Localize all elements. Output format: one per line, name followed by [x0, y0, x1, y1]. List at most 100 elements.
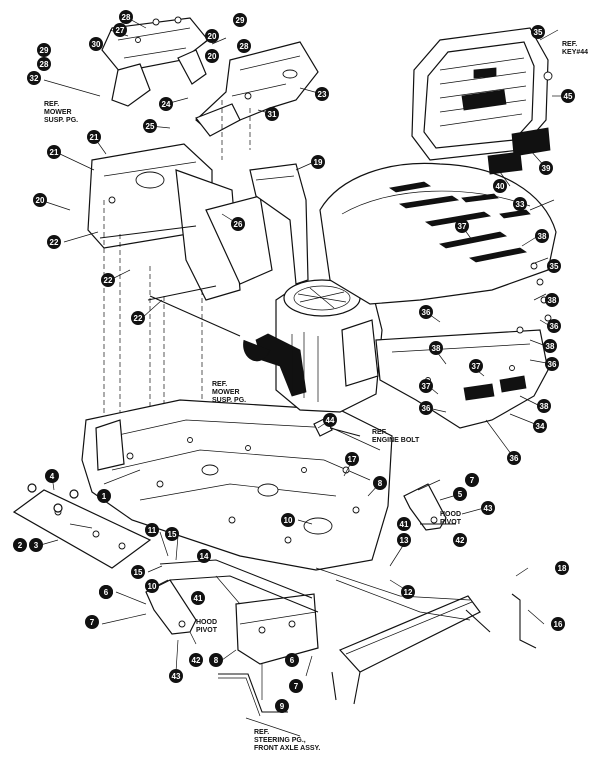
callout-c28c: 28 [37, 57, 51, 71]
callout-number: 25 [146, 122, 155, 131]
callout-c15b: 15 [131, 565, 145, 579]
callout-number: 45 [564, 92, 573, 101]
callout-marker [189, 653, 203, 667]
callout-marker [33, 193, 47, 207]
callout-c21a: 21 [87, 130, 101, 144]
callout-number: 36 [510, 454, 519, 463]
callout-c17: 17 [345, 452, 359, 466]
callout-marker [131, 565, 145, 579]
callout-number: 26 [234, 220, 243, 229]
callout-c20c: 20 [205, 49, 219, 63]
callout-marker [281, 513, 295, 527]
callout-c2: 2 [13, 538, 27, 552]
callout-c7c: 7 [289, 679, 303, 693]
callout-marker [145, 523, 159, 537]
callout-c38e: 38 [429, 341, 443, 355]
front-bracket [235, 593, 319, 665]
callout-c4: 4 [45, 469, 59, 483]
callout-marker [547, 319, 561, 333]
callout-marker [13, 538, 27, 552]
ref-key44: REF. KEY#44 [562, 41, 588, 56]
callout-number: 15 [134, 568, 143, 577]
callout-marker [119, 10, 133, 24]
callout-c21b: 21 [47, 145, 61, 159]
callout-marker [315, 87, 329, 101]
callout-number: 14 [200, 552, 209, 561]
callout-number: 10 [148, 582, 157, 591]
callout-marker [209, 653, 223, 667]
callout-number: 38 [432, 344, 441, 353]
callout-number: 41 [400, 520, 409, 529]
callout-number: 1 [102, 492, 107, 501]
dash-panel [87, 143, 273, 301]
callout-c41a: 41 [397, 517, 411, 531]
callout-c35a: 35 [531, 25, 545, 39]
callout-c22b: 22 [101, 273, 115, 287]
callout-c20a: 20 [33, 193, 47, 207]
callout-number: 29 [40, 46, 49, 55]
callout-marker [537, 399, 551, 413]
callout-c28a: 28 [119, 10, 133, 24]
lower-rods [159, 559, 471, 621]
callout-number: 15 [168, 530, 177, 539]
callout-c6b: 6 [99, 585, 113, 599]
callout-marker [397, 533, 411, 547]
callout-marker [513, 197, 527, 211]
callout-c11: 11 [145, 523, 159, 537]
callout-number: 42 [456, 536, 465, 545]
callout-marker [47, 145, 61, 159]
callout-number: 21 [50, 148, 59, 157]
front-axle [331, 595, 491, 705]
callout-number: 38 [540, 402, 549, 411]
callout-marker [47, 235, 61, 249]
callout-number: 23 [318, 90, 327, 99]
callout-marker [165, 527, 179, 541]
callout-c22c: 22 [131, 311, 145, 325]
callout-marker [551, 617, 565, 631]
callout-number: 22 [50, 238, 59, 247]
callout-number: 20 [208, 32, 217, 41]
callout-marker [197, 549, 211, 563]
callout-number: 35 [550, 262, 559, 271]
decals [487, 127, 551, 175]
ref-engine-bolt: REF. ENGINE BOLT [372, 429, 420, 444]
callout-c19: 19 [311, 155, 325, 169]
callout-c29b: 29 [37, 43, 51, 57]
callout-number: 38 [546, 342, 555, 351]
callout-c36b: 36 [547, 319, 561, 333]
callout-marker [205, 49, 219, 63]
ref-hood-pivot-right: HOOD PIVOT [440, 511, 463, 526]
callout-marker [323, 413, 337, 427]
callout-number: 6 [290, 656, 295, 665]
callout-marker [547, 259, 561, 273]
callout-marker [535, 229, 549, 243]
callout-marker [37, 43, 51, 57]
callout-number: 22 [134, 314, 143, 323]
callout-number: 39 [542, 164, 551, 173]
console-bracket [195, 41, 319, 137]
callout-c36c: 36 [545, 357, 559, 371]
callout-marker [85, 615, 99, 629]
hood [319, 162, 557, 305]
callout-number: 36 [422, 404, 431, 413]
callout-c40: 40 [493, 179, 507, 193]
callout-marker [453, 487, 467, 501]
callout-c39: 39 [539, 161, 553, 175]
callout-c32: 32 [27, 71, 41, 85]
callout-number: 38 [538, 232, 547, 241]
callout-marker [143, 119, 157, 133]
callout-marker [97, 489, 111, 503]
parts-artwork [12, 16, 568, 737]
callout-c35b: 35 [547, 259, 561, 273]
callout-marker [531, 25, 545, 39]
callout-c34: 34 [533, 419, 547, 433]
callout-c30: 30 [89, 37, 103, 51]
dash-bracket [101, 16, 209, 107]
callout-number: 37 [472, 362, 481, 371]
callout-marker [101, 273, 115, 287]
callout-number: 32 [30, 74, 39, 83]
callout-marker [429, 341, 443, 355]
callout-c38b: 38 [545, 293, 559, 307]
callout-number: 9 [280, 702, 285, 711]
callout-c37a: 37 [455, 219, 469, 233]
